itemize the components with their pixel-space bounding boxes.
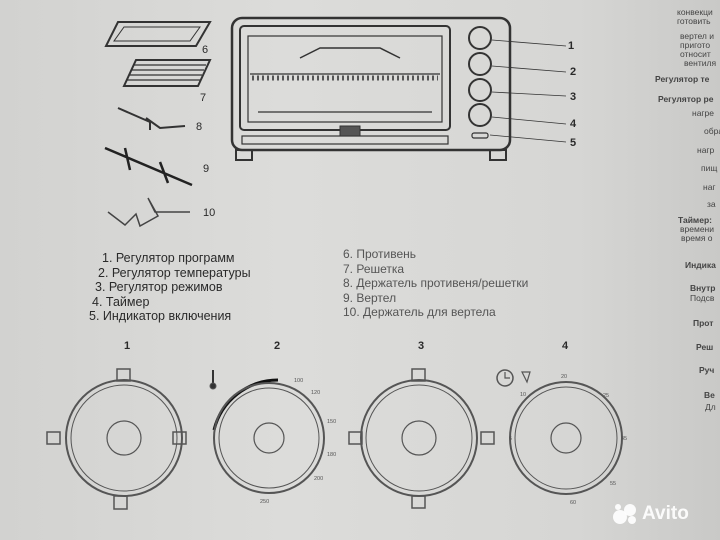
tray-holder-drawing <box>117 107 186 130</box>
callout-1: 1 <box>568 40 575 52</box>
legend-item: 2. Регулятор температуры <box>98 265 251 280</box>
dial-modes <box>348 368 495 509</box>
timer-label: 20 <box>561 374 568 380</box>
legend-item: 3. Регулятор режимов <box>95 280 223 294</box>
callout-9: 9 <box>203 163 210 175</box>
avito-logo-icon <box>613 504 636 524</box>
timer-label: 45 <box>621 436 628 442</box>
timer-label: 60 <box>570 500 577 506</box>
oven-drawing <box>230 16 567 161</box>
legend-item: 7. Решетка <box>343 261 405 276</box>
legend-controls: 1. Регулятор программ 2. Регулятор темпе… <box>89 251 251 324</box>
callout-10: 10 <box>203 207 216 219</box>
dial-number-2: 2 <box>274 340 281 352</box>
temp-label: 180 <box>327 452 337 458</box>
baking-tray-drawing <box>104 21 212 47</box>
temp-label: 250 <box>260 499 270 505</box>
avito-watermark: Avito <box>612 502 689 526</box>
legend-item: 6. Противень <box>343 247 417 261</box>
timer-label: 55 <box>610 481 617 487</box>
timer-label: 10 <box>520 392 527 398</box>
dial-number-1: 1 <box>124 340 131 352</box>
callout-3: 3 <box>570 91 577 103</box>
temp-label: 120 <box>311 390 321 396</box>
legend-item: 10. Держатель для вертела <box>343 305 496 319</box>
callout-5: 5 <box>570 137 577 149</box>
callout-7: 7 <box>200 92 207 104</box>
dial-number-3: 3 <box>418 340 425 352</box>
legend-accessories: 6. Противень 7. Решетка 8. Держатель про… <box>343 247 528 320</box>
legend-item: 5. Индикатор включения <box>89 309 232 323</box>
timer-label: 5 <box>509 436 513 442</box>
callout-4: 4 <box>570 118 577 130</box>
avito-wordmark: Avito <box>642 503 689 524</box>
legend-item: 9. Вертел <box>343 290 397 305</box>
temp-label: 200 <box>314 476 324 482</box>
timer-label: 25 <box>603 393 610 399</box>
callout-8: 8 <box>196 121 203 133</box>
legend-item: 1. Регулятор программ <box>102 251 235 265</box>
wire-rack-drawing <box>122 59 212 87</box>
spit-drawing <box>104 146 193 187</box>
legend-item: 4. Таймер <box>92 294 150 309</box>
dial-number-4: 4 <box>562 340 569 352</box>
temp-label: 150 <box>327 419 337 425</box>
temp-label: 100 <box>294 378 304 384</box>
dial-temperature <box>209 370 325 494</box>
legend-item: 8. Держатель противеня/решетки <box>343 276 529 290</box>
spit-holder-drawing <box>107 197 190 228</box>
dial-programs <box>46 368 187 510</box>
callout-6: 6 <box>202 44 209 56</box>
callout-2: 2 <box>570 66 577 78</box>
dial-timer <box>496 369 623 495</box>
